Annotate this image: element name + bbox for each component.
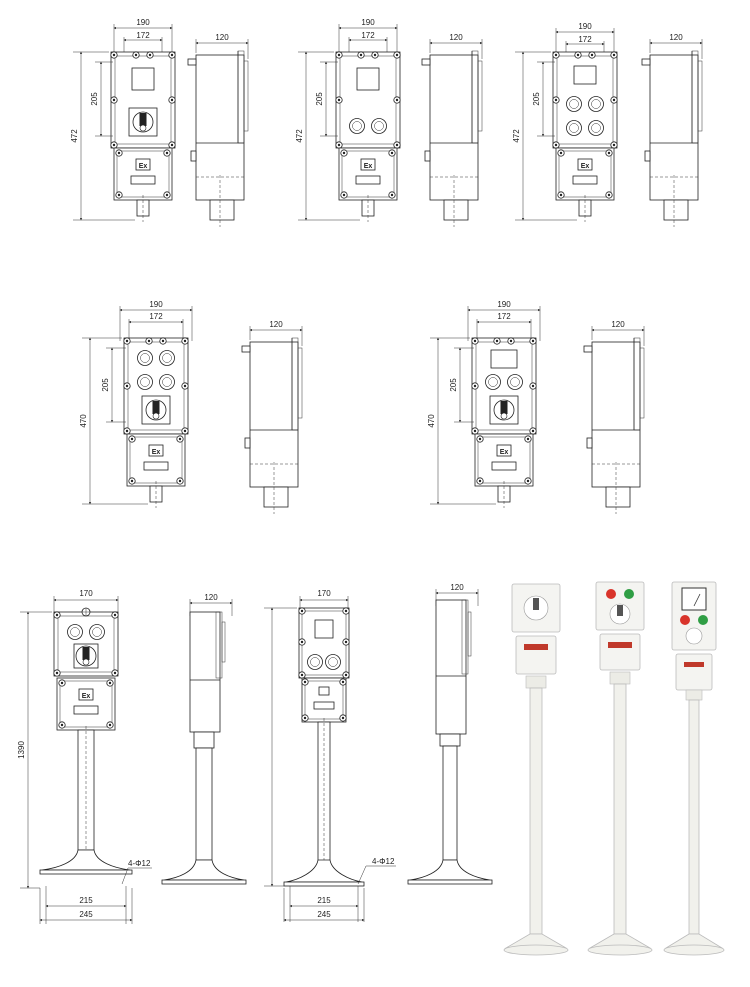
product-photo-rotary-pedestal bbox=[503, 583, 569, 956]
dim-height-upper: 205 bbox=[315, 92, 324, 106]
dim-width: 170 bbox=[79, 589, 93, 598]
dim-height-upper: 205 bbox=[532, 92, 541, 106]
dim-base-inner: 215 bbox=[79, 896, 93, 905]
dim-height-upper: 205 bbox=[101, 378, 110, 392]
enclosure-side-view-1c: 120 bbox=[641, 33, 703, 228]
dim-width: 170 bbox=[317, 589, 331, 598]
pedestal-side-view-a: 120 bbox=[161, 593, 247, 885]
enclosure-side-view-2a: 120 bbox=[241, 320, 303, 515]
dim-width-inner: 172 bbox=[497, 312, 511, 321]
dim-width-outer: 190 bbox=[136, 18, 150, 27]
dim-depth: 120 bbox=[449, 33, 463, 42]
dim-depth: 120 bbox=[450, 583, 464, 592]
dim-height-total: 472 bbox=[295, 129, 304, 143]
dim-width-inner: 172 bbox=[136, 31, 150, 40]
enclosure-side-view-2b: 120 bbox=[583, 320, 645, 515]
green-indicator-icon bbox=[698, 615, 708, 625]
dim-width-inner: 172 bbox=[578, 35, 592, 44]
dim-depth: 120 bbox=[269, 320, 283, 329]
dim-height-upper: 205 bbox=[90, 92, 99, 106]
dim-hole-spec: 4-Φ12 bbox=[128, 859, 151, 868]
enclosure-side-view-1b: 120 bbox=[421, 33, 483, 228]
dim-base-outer: 245 bbox=[79, 910, 93, 919]
enclosure-front-view-1b: 190 172 472 205 bbox=[295, 18, 401, 222]
dim-depth: 120 bbox=[669, 33, 683, 42]
dim-height-upper: 205 bbox=[449, 378, 458, 392]
enclosure-front-view-1a: 190 172 472 205 bbox=[70, 18, 176, 222]
red-indicator-icon bbox=[606, 589, 616, 599]
dim-base-inner: 215 bbox=[317, 896, 331, 905]
product-photo-meter-pedestal bbox=[663, 581, 725, 956]
pedestal-front-view-a: 170 1390 4-Φ12 215 245 bbox=[17, 589, 152, 924]
dim-depth: 120 bbox=[611, 320, 625, 329]
enclosure-front-view-2b: 190 172 470 205 bbox=[427, 300, 541, 508]
pedestal-front-view-b: 170 4-Φ12 215 245 bbox=[264, 589, 396, 922]
pedestal-side-view-b: 120 bbox=[407, 583, 493, 885]
dim-width-outer: 190 bbox=[361, 18, 375, 27]
dim-height-total: 470 bbox=[427, 414, 436, 428]
dim-width-inner: 172 bbox=[361, 31, 375, 40]
green-indicator-icon bbox=[624, 589, 634, 599]
dim-width-outer: 190 bbox=[497, 300, 511, 309]
enclosure-side-view-1a: 120 bbox=[187, 33, 249, 228]
enclosure-front-view-2a: 190 172 470 205 bbox=[79, 300, 193, 508]
dim-height-total: 472 bbox=[70, 129, 79, 143]
dim-hole-spec: 4-Φ12 bbox=[372, 857, 395, 866]
dim-width-outer: 190 bbox=[149, 300, 163, 309]
dim-base-outer: 245 bbox=[317, 910, 331, 919]
product-photo-indicator-pedestal bbox=[587, 581, 653, 956]
red-indicator-icon bbox=[680, 615, 690, 625]
dim-width-inner: 172 bbox=[149, 312, 163, 321]
dim-height-total: 472 bbox=[512, 129, 521, 143]
enclosure-front-view-1c: 190 172 472 205 bbox=[512, 22, 618, 222]
dim-height-total: 470 bbox=[79, 414, 88, 428]
dim-depth: 120 bbox=[204, 593, 218, 602]
dim-height-total: 1390 bbox=[17, 741, 26, 759]
dim-depth: 120 bbox=[215, 33, 229, 42]
dim-width-outer: 190 bbox=[578, 22, 592, 31]
